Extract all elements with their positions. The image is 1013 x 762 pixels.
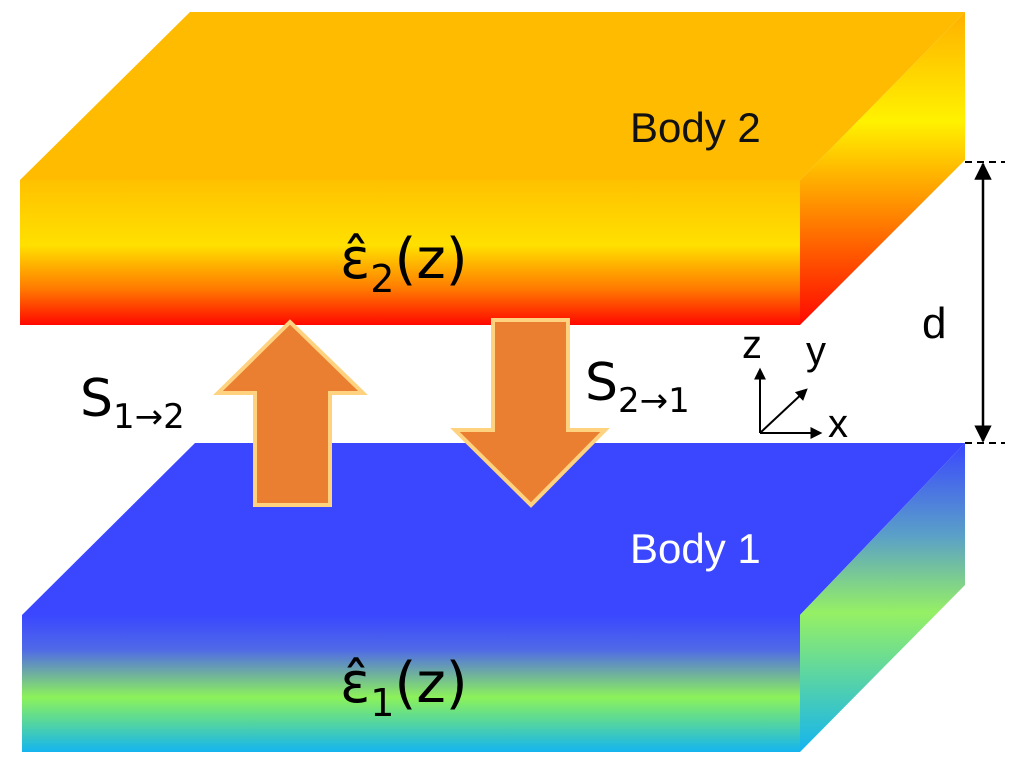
axes-triad [754, 367, 823, 439]
body1-permittivity: ε̂1(z) [340, 651, 468, 725]
gap-dimension [965, 161, 1005, 444]
body2-permittivity-subscript: 2 [370, 257, 394, 301]
body2-label: Body 2 [630, 104, 761, 151]
gap-label: d [922, 299, 946, 348]
flux-up-subscript: 1→2 [113, 397, 185, 437]
body2-front-face [20, 180, 800, 325]
body1-slab [22, 443, 965, 752]
body2-side-face [800, 12, 965, 325]
flux-down-symbol: S [585, 353, 618, 413]
body1-permittivity-argument: (z) [394, 651, 467, 716]
body1-front-face [22, 615, 800, 752]
axis-x-label: x [828, 402, 848, 446]
flux-up-symbol: S [80, 369, 113, 429]
body1-label: Body 1 [630, 525, 761, 572]
body1-permittivity-symbol: ε̂ [340, 651, 370, 716]
body1-side-face [800, 443, 965, 752]
flux-up-label: S1→2 [80, 369, 185, 437]
flux-down-arrow [450, 318, 610, 508]
body2-permittivity-symbol: ε̂ [340, 227, 370, 292]
axis-z-label: z [742, 323, 762, 367]
body1-permittivity-subscript: 1 [370, 681, 394, 725]
body2-top-face [20, 12, 965, 180]
body2-permittivity: ε̂2(z) [340, 227, 468, 301]
body2-permittivity-argument: (z) [394, 227, 467, 292]
body2-slab [20, 12, 965, 325]
flux-up-arrow [213, 319, 368, 507]
flux-down-subscript: 2→1 [618, 381, 690, 421]
y-axis-line [759, 388, 808, 434]
axis-y-label: y [806, 329, 826, 373]
flux-down-label: S2→1 [585, 353, 690, 421]
